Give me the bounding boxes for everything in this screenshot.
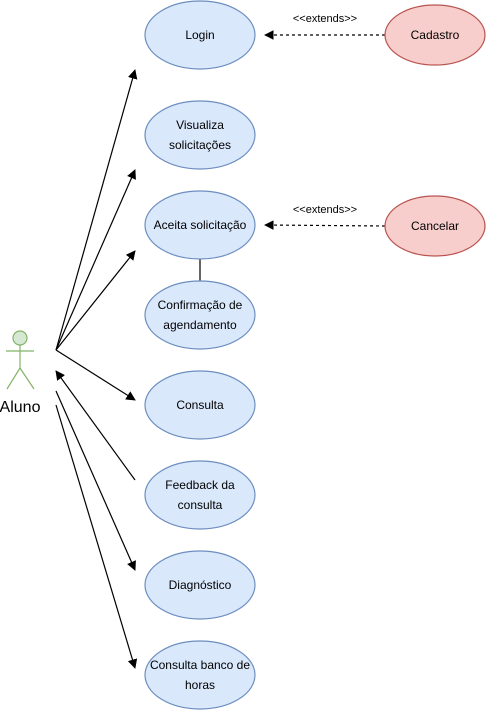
use-case-label: Consulta (176, 398, 224, 412)
use-case-aceita[interactable]: Aceita solicitação (144, 190, 256, 260)
actor-label: Aluno (0, 399, 41, 416)
use-case-label: Diagnóstico (169, 578, 232, 592)
connectors (55, 69, 201, 669)
association-visualiza (55, 169, 136, 351)
association-aceita (55, 250, 136, 351)
use-case-visualiza[interactable]: Visualiza solicitações (144, 100, 256, 170)
use-case-label: Login (185, 28, 214, 42)
use-case-ellipse (144, 370, 256, 440)
use-case-diagnostico[interactable]: Diagnóstico (144, 550, 256, 620)
extension-label: Cancelar (411, 219, 459, 233)
extends-arrow-cancelar (264, 220, 386, 230)
use-case-label: consulta (178, 498, 223, 512)
extension-ellipse (384, 195, 486, 257)
actor-aluno[interactable]: Aluno (0, 330, 41, 416)
extension-label: Cadastro (411, 28, 460, 42)
use-case-label: Visualiza (176, 118, 224, 132)
use-case-label: solicitações (169, 138, 231, 152)
association-login (55, 69, 138, 351)
use-case-ellipse (144, 0, 256, 70)
extension-use-case-cancelar[interactable]: Cancelar (384, 195, 486, 257)
use-case-banco-horas[interactable]: Consulta banco de horas (144, 640, 256, 710)
use-case-label: Aceita solicitação (154, 218, 247, 232)
association-consulta (55, 349, 136, 401)
extends-stereotype-label: <<extends>> (293, 204, 357, 216)
actor-leg-right (19, 367, 35, 390)
extension-use-case-cadastro[interactable]: Cadastro (384, 4, 486, 66)
use-case-confirmacao[interactable]: Confirmação de agendamento (144, 280, 256, 350)
use-case-feedback[interactable]: Feedback da consulta (144, 460, 256, 530)
actor-leg-left (6, 367, 21, 390)
use-case-login[interactable]: Login (144, 0, 256, 70)
use-case-label: Consulta banco de (150, 658, 250, 672)
use-case-label: Confirmação de (158, 298, 243, 312)
extends-stereotype-label: <<extends>> (293, 13, 357, 25)
association-banco-horas (55, 404, 138, 669)
use-case-label: Feedback da (165, 478, 235, 492)
use-case-ellipse (144, 640, 256, 710)
association-feedback (55, 370, 136, 481)
use-case-ellipse (144, 550, 256, 620)
use-case-label: agendamento (163, 318, 237, 332)
use-case-ellipse (144, 460, 256, 530)
use-case-label: horas (185, 678, 215, 692)
actor-head (12, 330, 28, 346)
extension-ellipse (384, 4, 486, 66)
use-case-consulta[interactable]: Consulta (144, 370, 256, 440)
association-diagnostico (55, 390, 136, 571)
extension-use-cases: <<extends>> Cadastro <<extends>> Cancelar (264, 4, 486, 257)
use-case-ellipse (144, 100, 256, 170)
use-case-ellipse (144, 280, 256, 350)
use-case-ellipse (144, 190, 256, 260)
